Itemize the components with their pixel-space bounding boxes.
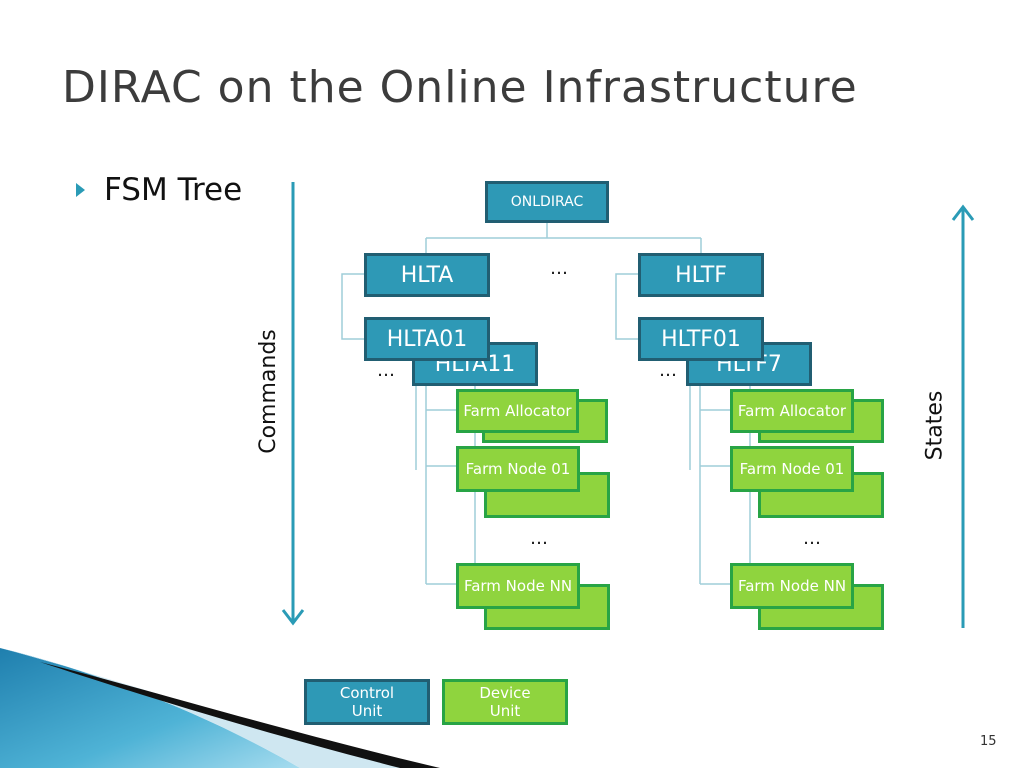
left-sub-ellipsis: … — [377, 360, 395, 381]
right-farm-node-nn: Farm Node NN — [730, 563, 854, 609]
legend-device-unit: Device Unit — [442, 679, 568, 725]
left-farm-node-nn: Farm Node NN — [456, 563, 580, 609]
hltf-node: HLTF — [638, 253, 764, 297]
page-title: DIRAC on the Online Infrastructure — [62, 62, 858, 113]
bullet-text: FSM Tree — [104, 172, 243, 208]
left-node-ellipsis: … — [530, 528, 548, 549]
right-farm-allocator: Farm Allocator — [730, 389, 854, 433]
states-arrow-icon — [951, 204, 975, 628]
onldirac-node: ONLDIRAC — [485, 181, 609, 223]
hlta01-node: HLTA01 — [364, 317, 490, 361]
right-farm-node-01: Farm Node 01 — [730, 446, 854, 492]
hlta-node: HLTA — [364, 253, 490, 297]
bullet-arrow-icon — [76, 183, 85, 197]
hltf01-node: HLTF01 — [638, 317, 764, 361]
commands-arrow-icon — [281, 182, 305, 626]
legend-control-unit: Control Unit — [304, 679, 430, 725]
left-farm-node-01: Farm Node 01 — [456, 446, 580, 492]
right-node-ellipsis: … — [803, 528, 821, 549]
legend-control-unit-label: Control Unit — [339, 684, 395, 720]
group-ellipsis: … — [550, 258, 568, 279]
page-number: 15 — [980, 734, 997, 749]
decorative-swoosh — [0, 648, 440, 768]
left-farm-allocator: Farm Allocator — [456, 389, 579, 433]
legend-device-unit-label: Device Unit — [479, 684, 531, 720]
right-sub-ellipsis: … — [659, 360, 677, 381]
